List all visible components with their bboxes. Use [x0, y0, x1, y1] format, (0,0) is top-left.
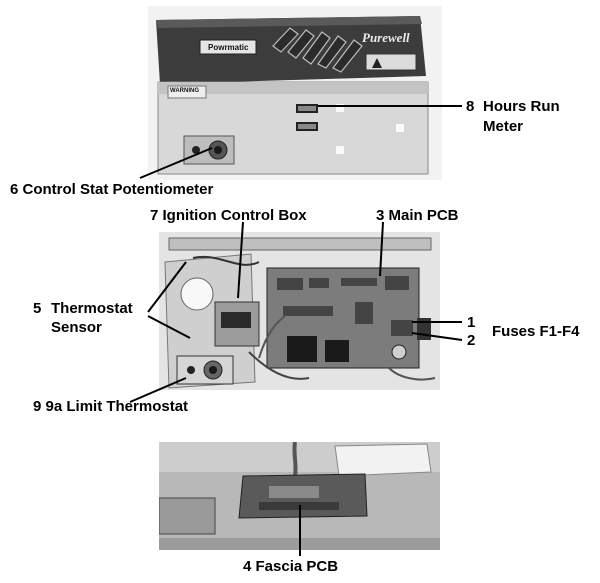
- control-stat-potentiometer-label: 6 Control Stat Potentiometer: [10, 181, 214, 198]
- front-panel-photo: Powrmatic Purewell WARNING: [148, 6, 442, 180]
- hours-run-meter-label-line1: Hours Run: [483, 98, 560, 115]
- thermostat-sensor-number: 5: [33, 300, 42, 317]
- fuse-number-2: 2: [467, 332, 476, 349]
- hours-run-meter-number: 8: [466, 98, 475, 115]
- limit-thermostat-label: 9 9a Limit Thermostat: [33, 398, 189, 415]
- warning-sticker-text: WARNING: [170, 88, 199, 94]
- main-pcb-label: 3 Main PCB: [376, 207, 459, 224]
- hours-run-meter-label-line2: Meter: [483, 118, 524, 135]
- fuses-label: Fuses F1-F4: [492, 323, 580, 340]
- internal-components-photo: [159, 232, 440, 390]
- brand-logo-left: Powrmatic: [208, 43, 249, 52]
- fascia-pcb-photo: [159, 442, 440, 550]
- brand-logo-right: Purewell: [362, 30, 410, 45]
- thermostat-sensor-label-line2: Sensor: [51, 319, 102, 336]
- fascia-pcb-label: 4 Fascia PCB: [243, 558, 339, 575]
- fuse-number-1: 1: [467, 314, 476, 331]
- ignition-control-box-label: 7 Ignition Control Box: [150, 207, 307, 224]
- thermostat-sensor-label-line1: Thermostat: [51, 300, 133, 317]
